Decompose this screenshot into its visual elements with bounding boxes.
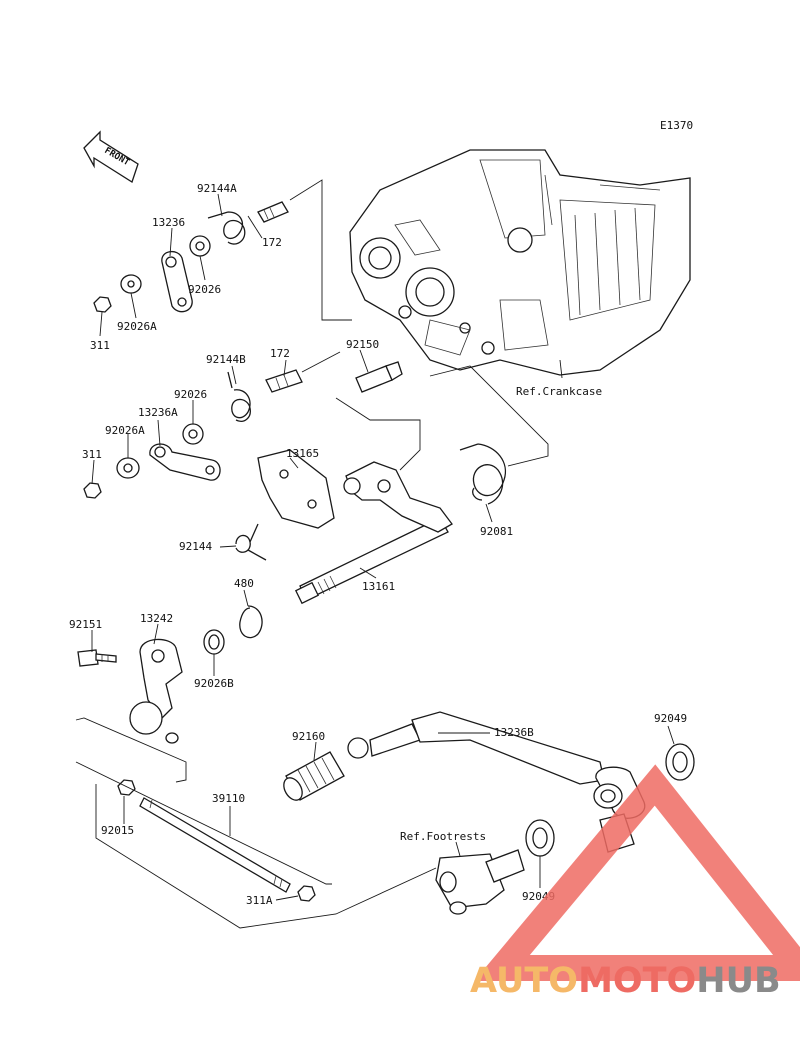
label-92144B: 92144B (206, 353, 246, 366)
arm-13236A (149, 443, 221, 481)
label-311-mid: 311 (82, 448, 102, 461)
label-92026-upper: 92026 (188, 283, 221, 296)
spring-92144 (235, 523, 267, 561)
label-92026B: 92026B (194, 677, 234, 690)
label-480: 480 (234, 577, 254, 590)
watermark-logo: AUTOMOTOHUB (470, 764, 800, 1001)
label-92049-right: 92049 (654, 712, 687, 725)
nut-311A (297, 885, 316, 902)
rod-39110 (139, 797, 291, 893)
circlip-480 (239, 605, 263, 639)
bolt-92151 (77, 649, 117, 667)
label-172-lower: 172 (270, 347, 290, 360)
spring-92081 (459, 443, 506, 505)
washer-92026-mid (182, 423, 204, 445)
label-92144A: 92144A (197, 182, 237, 195)
washer-92026-upper (189, 235, 211, 257)
label-92160: 92160 (292, 730, 325, 743)
spring-92144A (207, 211, 246, 245)
washer-92026A-mid (116, 457, 140, 479)
diagram-code: E1370 (660, 119, 693, 132)
bolt-92150 (355, 361, 403, 393)
label-92026-mid: 92026 (174, 388, 207, 401)
shaft-13161 (294, 517, 449, 605)
label-92015: 92015 (101, 824, 134, 837)
crankcase-drawing (349, 149, 691, 376)
shift-arm-body (343, 461, 453, 533)
watermark-triangle-inner-icon (565, 845, 745, 950)
watermark-part-hub: HUB (696, 961, 780, 1001)
lever-13242 (129, 638, 183, 744)
leader-lines (91, 193, 675, 901)
label-13165: 13165 (286, 447, 319, 460)
nut-311-mid (83, 482, 102, 499)
washer-92026A-upper (120, 274, 142, 294)
washer-92049-right (665, 743, 695, 781)
watermark-part-moto: MOTO (578, 961, 696, 1001)
plate-13165 (257, 449, 335, 529)
ref-footrests-label: Ref.Footrests (400, 830, 486, 843)
pin-172-upper (257, 201, 289, 223)
watermark-triangle-icon (474, 764, 800, 981)
label-311-upper: 311 (90, 339, 110, 352)
washer-92026B (203, 629, 225, 655)
label-311A: 311A (246, 894, 273, 907)
watermark-text: AUTOMOTOHUB (470, 961, 781, 1001)
nut-92015 (117, 779, 136, 796)
label-13161: 13161 (362, 580, 395, 593)
label-92151: 92151 (69, 618, 102, 631)
label-13236B: 13236B (494, 726, 534, 739)
part-labels: 92144A 13236 172 92026 92026A 311 92150 … (69, 182, 687, 907)
label-92026A-upper: 92026A (117, 320, 157, 333)
label-13242: 13242 (140, 612, 173, 625)
label-13236A: 13236A (138, 406, 178, 419)
rubber-92160 (283, 751, 345, 801)
ref-crankcase-label: Ref.Crankcase (516, 385, 602, 398)
pin-172-lower (265, 369, 303, 393)
label-92144: 92144 (179, 540, 212, 553)
nut-311-upper (93, 296, 112, 313)
front-arrow-icon: FRONT (83, 130, 139, 183)
washer-92049-left (525, 819, 555, 857)
label-13236: 13236 (152, 216, 185, 229)
label-172-upper: 172 (262, 236, 282, 249)
label-39110: 39110 (212, 792, 245, 805)
label-92026A-mid: 92026A (105, 424, 145, 437)
spring-92144B (227, 371, 251, 422)
label-92081: 92081 (480, 525, 513, 538)
label-92150: 92150 (346, 338, 379, 351)
watermark-part-auto: AUTO (470, 961, 578, 1001)
arm-13236 (161, 251, 193, 313)
footrest-bracket (435, 849, 525, 915)
